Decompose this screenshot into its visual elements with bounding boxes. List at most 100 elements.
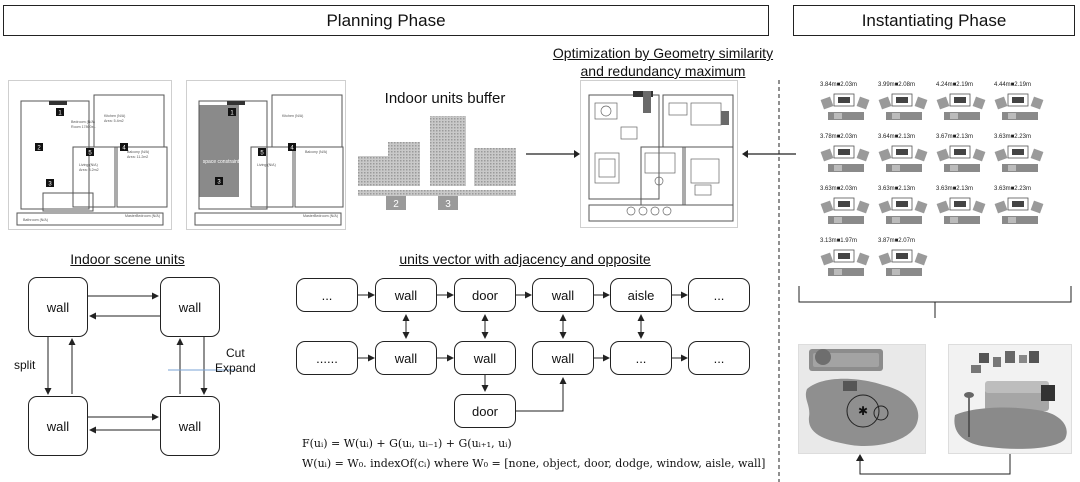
instantiating-phase-header: Instantiating Phase	[793, 5, 1075, 36]
plan-b-label-4: 4	[290, 146, 294, 152]
instance-cell: 3.63m■2.13m	[878, 186, 932, 232]
svg-text:Bathroom (N/A): Bathroom (N/A)	[23, 218, 48, 222]
vec-r1-1: wall	[375, 278, 437, 312]
instance-size-label: 4.24m■2.19m	[936, 82, 973, 88]
instance-cell: 4.24m■2.19m	[936, 82, 990, 128]
floorplan-optimized	[580, 80, 738, 228]
instance-size-label: 3.78m■2.03m	[820, 134, 857, 140]
scene-node-top-left: wall	[28, 277, 88, 337]
instance-thumbnail	[878, 93, 928, 120]
instance-size-label: 4.44m■2.19m	[994, 82, 1031, 88]
vec-label: ...	[713, 287, 725, 303]
instance-size-label: 3.63m■2.23m	[994, 134, 1031, 140]
instance-thumbnail	[820, 197, 870, 224]
scene-node-label: wall	[178, 418, 202, 434]
svg-text:Living (N/A): Living (N/A)	[257, 163, 276, 167]
vec-r2-0: ......	[296, 341, 358, 375]
instantiating-phase-label: Instantiating Phase	[861, 10, 1007, 30]
vec-label: door	[471, 403, 499, 419]
vec-r1-5: ...	[688, 278, 750, 312]
vec-label: aisle	[627, 287, 655, 303]
instance-cell: 3.64m■2.13m	[878, 134, 932, 180]
instance-cell: 3.63m■2.23m	[994, 186, 1048, 232]
plan-label-3: 3	[48, 182, 52, 188]
render-top-view: ✱	[798, 344, 926, 454]
instance-size-label: 3.63m■2.13m	[936, 186, 973, 192]
scene-node-label: wall	[46, 299, 70, 315]
instance-cell: 4.44m■2.19m	[994, 82, 1048, 128]
scene-units-arrows	[44, 292, 236, 434]
instance-thumbnail	[936, 197, 986, 224]
instance-size-label: 3.99m■2.08m	[878, 82, 915, 88]
svg-text:MasterBedroom (N/A): MasterBedroom (N/A)	[125, 214, 160, 218]
svg-text:Bedroom (N/A): Bedroom (N/A)	[71, 120, 95, 124]
svg-text:MasterBedroom (N/A): MasterBedroom (N/A)	[303, 214, 338, 218]
svg-text:Living (N/A): Living (N/A)	[79, 163, 98, 167]
vec-r2-1: wall	[375, 341, 437, 375]
svg-text:Area: 11.2m2: Area: 11.2m2	[127, 155, 148, 159]
render-perspective-image	[949, 345, 1071, 453]
instance-cell: 3.87m■2.07m	[878, 238, 932, 284]
floorplan-constrained-drawing: space constraint Kitchen (N/A)Balcony (N…	[194, 94, 344, 226]
vec-label: wall	[473, 350, 497, 366]
instance-cell: 3.13m■1.97m	[820, 238, 874, 284]
instance-thumbnail	[878, 145, 928, 172]
render-perspective-view	[948, 344, 1072, 454]
plan-label-5: 5	[88, 151, 92, 157]
grid-bracket	[798, 286, 1072, 318]
floorplan-optimized-drawing	[588, 91, 734, 222]
instance-thumbnail	[820, 249, 870, 276]
instance-thumbnail	[994, 197, 1044, 224]
vec-r2-2: wall	[454, 341, 516, 375]
instance-thumbnail	[878, 197, 928, 224]
optimization-title-line2: and redundancy maximum	[580, 63, 746, 79]
plan-label-2: 2	[37, 146, 41, 152]
render-top-view-image: ✱	[799, 345, 925, 453]
instance-size-label: 3.87m■2.07m	[878, 238, 915, 244]
units-vector-arrows	[358, 291, 688, 412]
scene-node-label: wall	[178, 299, 202, 315]
floorplan-original: Bedroom (N/A)Room 17800x... Kitchen (N/A…	[8, 80, 172, 230]
plan-label-4: 4	[122, 146, 126, 152]
buffer-label-2: 2	[393, 199, 399, 210]
scene-node-bottom-right: wall	[160, 396, 220, 456]
instance-cell: 3.63m■2.23m	[994, 134, 1048, 180]
instance-cell: 3.99m■2.08m	[878, 82, 932, 128]
instance-size-label: 3.63m■2.23m	[994, 186, 1031, 192]
instance-thumbnail	[994, 93, 1044, 120]
svg-text:✱: ✱	[858, 404, 868, 418]
vec-label: wall	[394, 350, 418, 366]
instance-cell: 3.63m■2.03m	[820, 186, 874, 232]
vec-label: ...	[713, 350, 725, 366]
svg-text:Balcony (N/A): Balcony (N/A)	[305, 150, 327, 154]
vec-r1-3: wall	[532, 278, 594, 312]
svg-text:Area: 8.2m2: Area: 8.2m2	[79, 168, 99, 172]
formula-w: W(uᵢ) = W₀. indexOf(cᵢ) where W₀ = [none…	[302, 457, 766, 470]
plan-label-1: 1	[58, 111, 62, 117]
instance-cell: 3.78m■2.03m	[820, 134, 874, 180]
svg-text:Kitchen (N/A): Kitchen (N/A)	[104, 114, 125, 118]
expand-label: Expand	[215, 361, 256, 375]
instance-size-label: 3.63m■2.13m	[878, 186, 915, 192]
instance-cell: 3.84m■2.03m	[820, 82, 874, 128]
arrow-instances-to-plan	[742, 150, 796, 158]
vec-label: wall	[394, 287, 418, 303]
vec-label: wall	[551, 287, 575, 303]
split-label: split	[14, 358, 36, 372]
vec-label: ......	[316, 350, 338, 366]
buffer-label-3: 3	[445, 199, 451, 210]
instance-thumbnail	[936, 145, 986, 172]
render-loop-arrow	[856, 454, 1011, 475]
plan-b-label-3: 3	[217, 180, 221, 186]
vec-label: ...	[321, 287, 333, 303]
arrow-buffer-to-plan	[526, 150, 580, 158]
scene-units-title: Indoor scene units	[70, 251, 185, 267]
planning-phase-label: Planning Phase	[326, 10, 446, 30]
scene-node-label: wall	[46, 418, 70, 434]
plan-b-label-1: 1	[230, 111, 234, 117]
space-constraint-label: space constraint	[203, 159, 240, 165]
units-vector-title: units vector with adjacency and opposite	[399, 251, 651, 267]
floorplan-original-drawing: Bedroom (N/A)Room 17800x... Kitchen (N/A…	[16, 94, 168, 226]
vec-r3-door: door	[454, 394, 516, 428]
svg-text:Balcony (N/A): Balcony (N/A)	[127, 150, 149, 154]
